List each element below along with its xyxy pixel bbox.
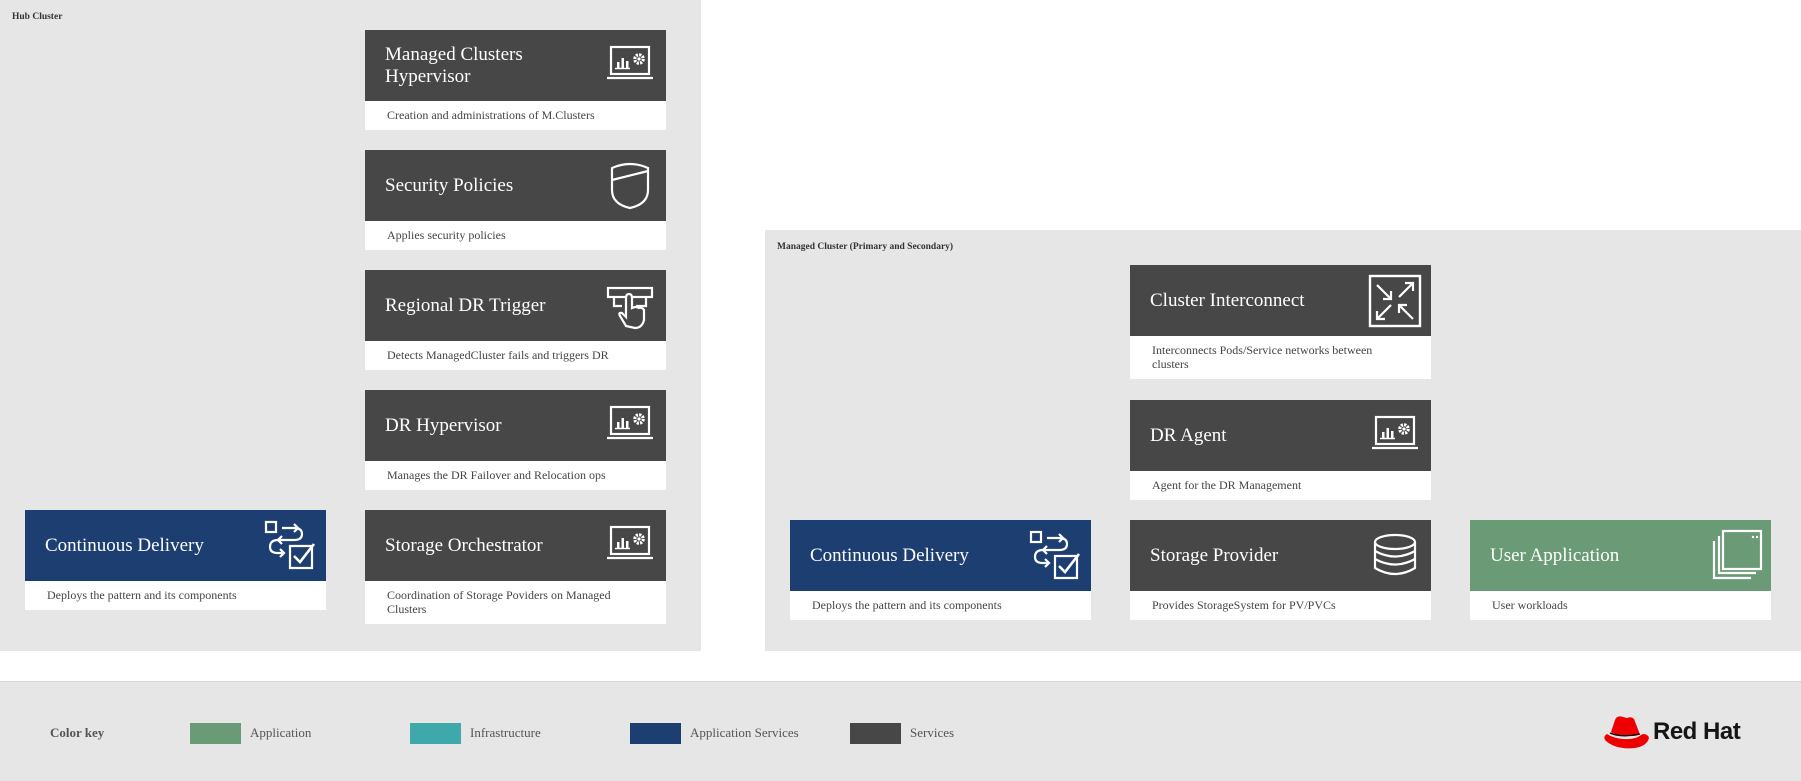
sync-check-icon xyxy=(262,518,318,574)
card-continuous-delivery-hub: Continuous Delivery Deploys the pattern … xyxy=(25,510,326,610)
card-title: Storage Provider xyxy=(1150,544,1279,566)
dashboard-gear-icon xyxy=(602,398,658,454)
hand-pointer-icon xyxy=(602,278,658,334)
card-description: Deploys the pattern and its components xyxy=(25,581,326,610)
card-title: DR Agent xyxy=(1150,424,1227,446)
hub-cluster-title: Hub Cluster xyxy=(12,12,63,22)
card-title: User Application xyxy=(1490,544,1620,566)
card-description: Interconnects Pods/Service networks betw… xyxy=(1130,336,1431,379)
card-header: Storage Orchestrator xyxy=(365,510,666,581)
color-key-legend: Color key Application Infrastructure App… xyxy=(0,681,1801,781)
dashboard-gear-icon xyxy=(602,38,658,94)
card-header: User Application xyxy=(1470,520,1771,591)
card-title: Managed Clusters Hypervisor xyxy=(385,43,523,87)
card-managed-clusters-hypervisor: Managed Clusters Hypervisor Creation and… xyxy=(365,30,666,130)
card-header: DR Agent xyxy=(1130,400,1431,471)
card-title: Continuous Delivery xyxy=(810,544,969,566)
sync-check-icon xyxy=(1027,528,1083,584)
stacked-windows-icon xyxy=(1707,528,1763,584)
red-hat-logo: Red Hat xyxy=(1601,710,1751,754)
managed-cluster-title: Managed Cluster (Primary and Secondary) xyxy=(777,242,954,252)
card-title: Continuous Delivery xyxy=(45,534,204,556)
card-header: Continuous Delivery xyxy=(790,520,1091,591)
arrows-interconnect-icon xyxy=(1367,273,1423,329)
card-title: Security Policies xyxy=(385,174,514,196)
red-hat-wordmark: Red Hat xyxy=(1653,718,1741,745)
card-dr-agent: DR Agent Agent for the DR Management xyxy=(1130,400,1431,500)
shield-icon xyxy=(602,158,658,214)
card-title: Cluster Interconnect xyxy=(1150,289,1305,311)
card-header: Managed Clusters Hypervisor xyxy=(365,30,666,101)
card-security-policies: Security Policies Applies security polic… xyxy=(365,150,666,250)
card-cluster-interconnect: Cluster Interconnect Interconnects Pods/… xyxy=(1130,265,1431,379)
card-description: Applies security policies xyxy=(365,221,666,250)
card-title: Storage Orchestrator xyxy=(385,534,543,556)
card-header: Regional DR Trigger xyxy=(365,270,666,341)
legend-label-services: Services xyxy=(910,725,955,740)
card-header: Cluster Interconnect xyxy=(1130,265,1431,336)
legend-label-application: Application xyxy=(250,725,312,740)
card-storage-provider: Storage Provider Provides StorageSystem … xyxy=(1130,520,1431,620)
card-description: User workloads xyxy=(1470,591,1771,620)
card-title: DR Hypervisor xyxy=(385,414,502,436)
dashboard-gear-icon xyxy=(1367,408,1423,464)
card-description: Coordination of Storage Poviders on Mana… xyxy=(365,581,666,624)
dashboard-gear-icon xyxy=(602,518,658,574)
legend-swatch-services xyxy=(850,723,901,744)
card-regional-dr-trigger: Regional DR Trigger Detects ManagedClust… xyxy=(365,270,666,370)
card-description: Provides StorageSystem for PV/PVCs xyxy=(1130,591,1431,620)
legend-swatch-application-services xyxy=(630,723,681,744)
card-description: Agent for the DR Management xyxy=(1130,471,1431,500)
card-description: Deploys the pattern and its components xyxy=(790,591,1091,620)
managed-cluster-panel: Managed Cluster (Primary and Secondary) … xyxy=(765,230,1801,651)
legend-swatch-infrastructure xyxy=(410,723,461,744)
card-user-application: User Application User workloads xyxy=(1470,520,1771,620)
card-description: Creation and administrations of M.Cluste… xyxy=(365,101,666,130)
card-continuous-delivery-managed: Continuous Delivery Deploys the pattern … xyxy=(790,520,1091,620)
database-icon xyxy=(1367,528,1423,584)
red-hat-fedora-icon xyxy=(1604,716,1649,749)
color-key-title: Color key xyxy=(50,725,105,740)
card-title: Regional DR Trigger xyxy=(385,294,546,316)
card-header: Security Policies xyxy=(365,150,666,221)
legend-label-application-services: Application Services xyxy=(690,725,799,740)
card-header: Storage Provider xyxy=(1130,520,1431,591)
card-description: Manages the DR Failover and Relocation o… xyxy=(365,461,666,490)
card-storage-orchestrator: Storage Orchestrator Coordination of Sto… xyxy=(365,510,666,624)
legend-swatch-application xyxy=(190,723,241,744)
card-header: Continuous Delivery xyxy=(25,510,326,581)
legend-label-infrastructure: Infrastructure xyxy=(470,725,541,740)
card-header: DR Hypervisor xyxy=(365,390,666,461)
card-description: Detects ManagedCluster fails and trigger… xyxy=(365,341,666,370)
hub-cluster-panel: Hub Cluster Managed Clusters Hypervisor … xyxy=(0,0,701,651)
card-dr-hypervisor: DR Hypervisor Manages the DR Failover an… xyxy=(365,390,666,490)
